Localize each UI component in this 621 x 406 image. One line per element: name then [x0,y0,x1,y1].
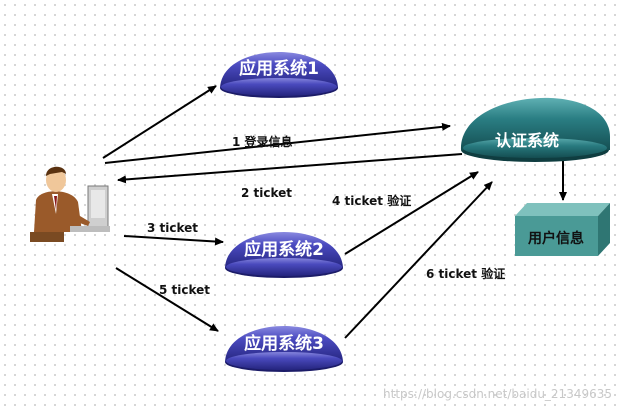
edge-label-e1: 1 登录信息 [232,134,293,149]
edge-e3: 3 ticket [123,221,224,246]
watermark-text: https://blog.csdn.net/baidu_21349635 [383,387,612,401]
edge-e1: 1 登录信息 [104,122,451,164]
edge-e6: 6 ticket 验证 [344,181,505,339]
node-app2-label: 应用系统2 [244,239,324,260]
node-userdb-label: 用户信息 [528,230,584,247]
edge-e2: 2 ticket [117,153,463,200]
node-app1: 应用系统1 [220,52,338,98]
node-auth: 认证系统 [460,97,611,162]
node-app3: 应用系统3 [225,326,343,372]
node-auth-label: 认证系统 [495,131,559,150]
node-userdb: 用户信息 [515,203,610,256]
edge-label-e3: 3 ticket [147,221,198,235]
edge-label-e5: 5 ticket [159,283,210,297]
edge-label-e6: 6 ticket 验证 [426,266,505,281]
edge-e5: 5 ticket [115,267,219,332]
edge-app1-link [102,85,217,159]
edge-label-e4: 4 ticket 验证 [332,193,411,208]
node-app2: 应用系统2 [225,232,343,278]
node-app3-label: 应用系统3 [244,333,324,354]
user-person-icon [30,166,110,242]
edge-e4: 4 ticket 验证 [332,171,479,255]
edge-label-e2: 2 ticket [241,186,292,200]
node-app1-label: 应用系统1 [239,58,319,79]
